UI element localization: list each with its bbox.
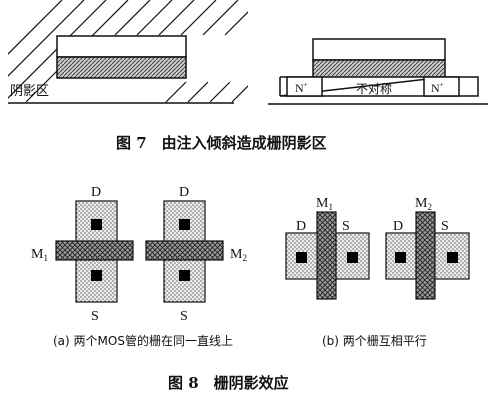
- n-plus-label-right: N+: [431, 81, 444, 95]
- shadow-region: [56, 56, 187, 79]
- gate-m2-horizontal: [145, 240, 224, 261]
- label-d2: D: [179, 185, 189, 200]
- label-b-s1: S: [342, 219, 350, 234]
- subcaption-a: (a) 两个MOS管的栅在同一直线上: [53, 333, 233, 348]
- contact-d1: [91, 219, 102, 230]
- gate-block-right: [312, 38, 446, 61]
- label-s2: S: [180, 309, 188, 324]
- label-b-d2: D: [393, 219, 403, 234]
- n-plus-well-left: [286, 76, 323, 97]
- asym-label: 不对称: [356, 82, 392, 96]
- label-m2-right: M2: [230, 247, 247, 263]
- fig7-left-panel: 阴影区: [8, 0, 248, 104]
- shadow-label: 阴影区: [10, 84, 49, 99]
- contact-s1: [91, 270, 102, 281]
- contact-b-s1: [347, 252, 358, 263]
- label-m1-left: M1: [31, 247, 48, 263]
- label-b-s2: S: [441, 219, 449, 234]
- fig8b-panel: M1 M2 D S D S (b) 两个栅互相平行: [285, 196, 470, 348]
- contact-d2: [179, 219, 190, 230]
- contact-b-d1: [296, 252, 307, 263]
- figure7-caption: 图 7 由注入倾斜造成栅阴影区: [116, 134, 327, 152]
- n-plus-label-left: N+: [295, 81, 308, 95]
- gate-oxide-right: [312, 59, 446, 78]
- contact-s2: [179, 270, 190, 281]
- label-s1: S: [91, 309, 99, 324]
- contact-b-s2: [447, 252, 458, 263]
- subcaption-b: (b) 两个栅互相平行: [322, 333, 427, 348]
- fig7-right-panel: N+ 不对称 N+: [268, 38, 488, 105]
- label-m2-top: M2: [415, 196, 432, 212]
- gate-m2-vertical: [415, 211, 436, 300]
- n-plus-well-right: [423, 76, 460, 97]
- label-m1-top: M1: [316, 196, 333, 212]
- label-b-d1: D: [296, 219, 306, 234]
- contact-b-d2: [395, 252, 406, 263]
- label-d1: D: [91, 185, 101, 200]
- implant-rays: [8, 0, 248, 103]
- gate-m1-horizontal: [55, 240, 134, 261]
- gate-m1-vertical: [316, 211, 337, 300]
- gate-block-left: [56, 35, 187, 58]
- figure8-caption: 图 8 栅阴影效应: [168, 374, 289, 392]
- fig8a-panel: D D S S M1 M2 (a) 两个MOS管的栅在同一直线上: [31, 185, 247, 348]
